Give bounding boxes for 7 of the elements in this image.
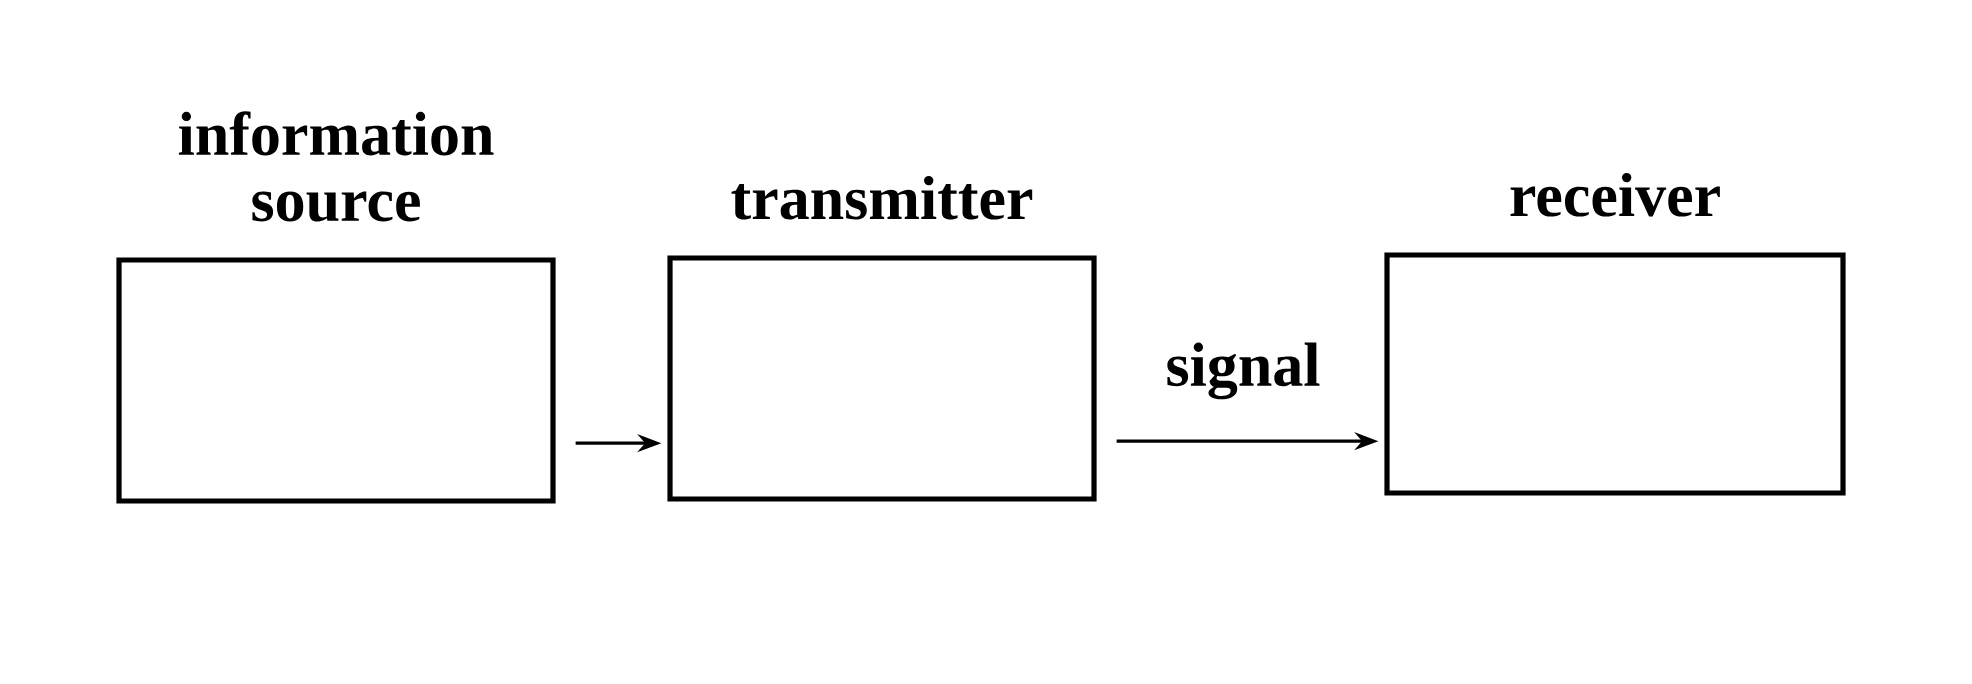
box-heading: receiver xyxy=(1510,172,1720,217)
box xyxy=(667,255,1097,502)
box-heading: transmitter xyxy=(731,175,1033,220)
box xyxy=(1384,252,1846,496)
box-heading: information source xyxy=(178,111,494,222)
box xyxy=(116,257,556,504)
edge-label: signal xyxy=(1161,338,1325,404)
